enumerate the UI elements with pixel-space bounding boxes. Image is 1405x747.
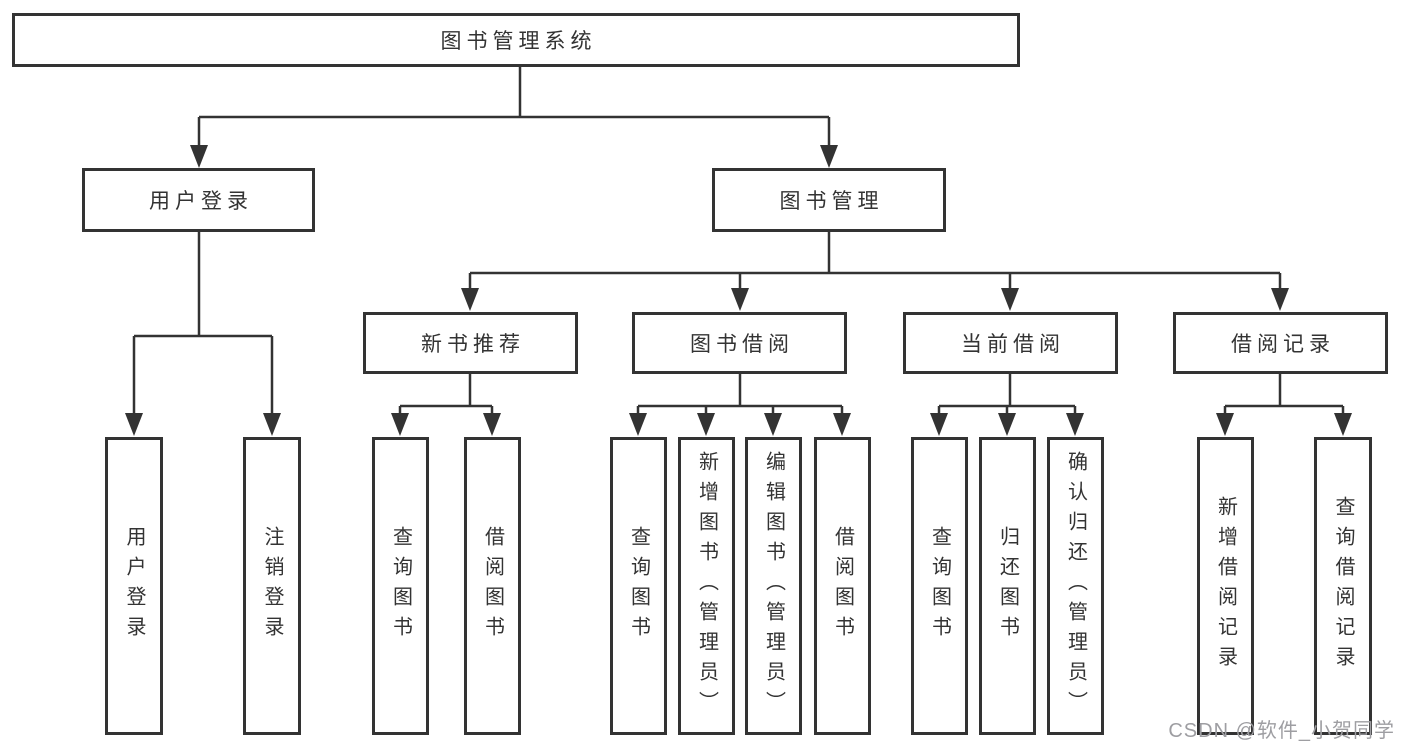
node-book-management: 图书管理: [712, 168, 946, 232]
node-label: 图书借阅: [690, 333, 794, 356]
node-new-book-recommend: 新书推荐: [363, 312, 578, 374]
leaf-newbook-borrow-books: 借阅图书: [464, 437, 521, 735]
arrowheads: [125, 145, 1352, 436]
node-label: 图书管理系统: [440, 30, 597, 53]
node-label: 新增借阅记录: [1214, 496, 1237, 676]
node-label: 查询借阅记录: [1332, 496, 1354, 676]
node-label: 确认归还（管理员）: [1064, 451, 1087, 721]
node-label: 查询图书: [627, 526, 650, 646]
node-root: 图书管理系统: [12, 13, 1020, 67]
node-label: 查询图书: [928, 526, 951, 646]
leaf-current-confirm-return-admin: 确认归还（管理员）: [1047, 437, 1104, 735]
node-label: 当前借阅: [961, 333, 1065, 356]
node-current-borrow: 当前借阅: [903, 312, 1118, 374]
node-label: 编辑图书（管理员）: [762, 451, 785, 721]
leaf-record-add-borrow-record: 新增借阅记录: [1197, 437, 1254, 735]
node-label: 借阅记录: [1231, 333, 1335, 356]
node-label: 借阅图书: [481, 526, 504, 646]
leaf-bookborrow-query-books: 查询图书: [610, 437, 667, 735]
node-label: 用户登录: [149, 190, 253, 213]
node-label: 新书推荐: [421, 333, 525, 356]
node-label: 用户登录: [123, 526, 145, 646]
node-label: 图书管理: [779, 190, 884, 213]
node-label: 注销登录: [261, 526, 283, 646]
leaf-bookborrow-borrow-books: 借阅图书: [814, 437, 871, 735]
node-label: 新增图书（管理员）: [695, 451, 718, 721]
node-label: 查询图书: [389, 526, 412, 646]
leaf-newbook-query-books: 查询图书: [372, 437, 429, 735]
csdn-watermark: CSDN @软件_小贺同学: [1168, 720, 1395, 742]
node-book-borrow: 图书借阅: [632, 312, 847, 374]
node-label: 归还图书: [996, 526, 1019, 646]
leaf-current-query-books: 查询图书: [911, 437, 968, 735]
leaf-bookborrow-edit-books-admin: 编辑图书（管理员）: [745, 437, 802, 735]
leaf-current-return-books: 归还图书: [979, 437, 1036, 735]
leaf-bookborrow-add-books-admin: 新增图书（管理员）: [678, 437, 735, 735]
node-label: 借阅图书: [831, 526, 854, 646]
node-borrow-record: 借阅记录: [1173, 312, 1388, 374]
node-user-login: 用户登录: [82, 168, 315, 232]
leaf-user-login: 用户登录: [105, 437, 163, 735]
leaf-record-query-borrow-record: 查询借阅记录: [1314, 437, 1372, 735]
leaf-logout: 注销登录: [243, 437, 301, 735]
